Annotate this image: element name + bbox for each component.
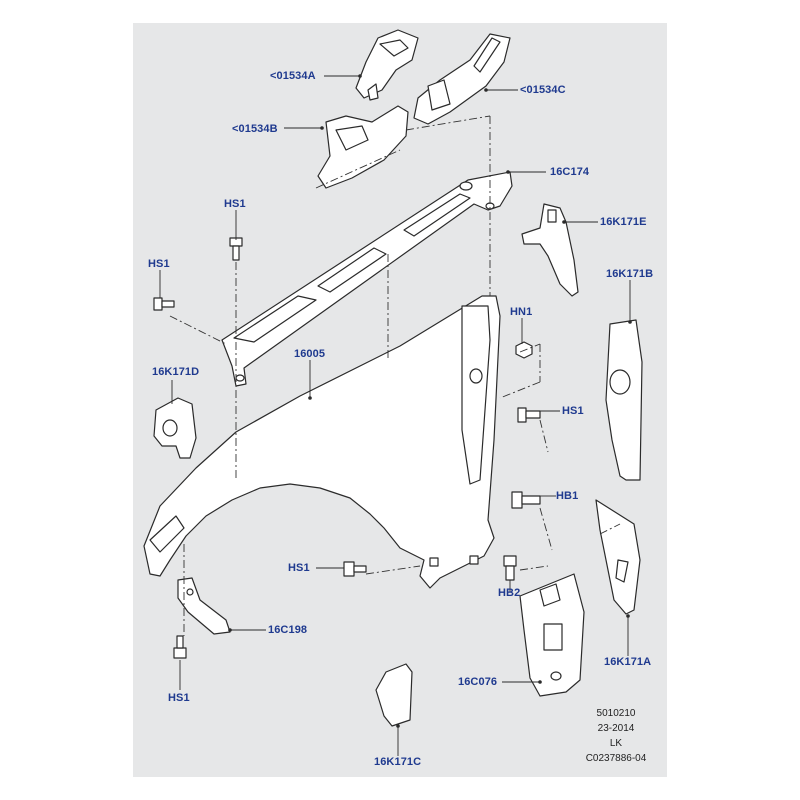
part-16c198 <box>177 577 231 635</box>
label-hs1-top: HS1 <box>224 198 246 210</box>
fastener-hs1-lower <box>343 561 367 577</box>
label-16k171c: 16K171C <box>374 756 422 768</box>
fastener-hb1 <box>511 491 541 509</box>
part-16k171d <box>153 397 197 459</box>
leader-lines <box>159 75 631 756</box>
part-16005-fender <box>143 295 501 589</box>
label-16005: 16005 <box>294 348 326 360</box>
label-16k171d: 16K171D <box>152 366 200 378</box>
label-hb1: HB1 <box>556 490 579 502</box>
label-16k171e: 16K171E <box>600 216 647 228</box>
label-hs1-left: HS1 <box>148 258 170 270</box>
part-16k171c <box>375 663 413 727</box>
fastener-hb2 <box>503 555 517 581</box>
assembly-guide-lines <box>169 115 621 636</box>
reference-date: 23-2014 <box>597 723 635 734</box>
reference-code: C0237886-04 <box>585 753 647 764</box>
label-hs1-mid: HS1 <box>562 405 584 417</box>
fastener-hs1-top <box>229 237 243 261</box>
part-01534c <box>413 33 511 125</box>
fastener-hs1-left <box>153 297 175 311</box>
label-16c076: 16C076 <box>458 676 498 688</box>
part-16c174 <box>221 171 513 387</box>
reference-number: 5010210 <box>596 708 636 719</box>
label-01534a: <01534A <box>270 70 316 82</box>
part-16k171e <box>521 203 579 297</box>
part-16c076 <box>519 573 585 697</box>
part-01534a <box>355 29 419 101</box>
label-16c198: 16C198 <box>268 624 308 636</box>
fastener-hs1-bottom <box>173 635 187 659</box>
leader-dots <box>228 74 632 728</box>
label-hn1: HN1 <box>510 306 533 318</box>
part-01534b <box>317 105 409 189</box>
label-hb2: HB2 <box>498 587 521 599</box>
part-16k171b <box>605 319 643 481</box>
label-hs1-bottom: HS1 <box>168 692 190 704</box>
label-01534c: <01534C <box>520 84 566 96</box>
reference-model: LK <box>609 738 623 749</box>
label-16k171b: 16K171B <box>606 268 654 280</box>
label-01534b: <01534B <box>232 123 278 135</box>
label-16c174: 16C174 <box>550 166 590 178</box>
part-16k171a <box>595 499 641 615</box>
label-16k171a: 16K171A <box>604 656 652 668</box>
fastener-hs1-mid <box>517 407 541 423</box>
label-hs1-lower: HS1 <box>288 562 310 574</box>
